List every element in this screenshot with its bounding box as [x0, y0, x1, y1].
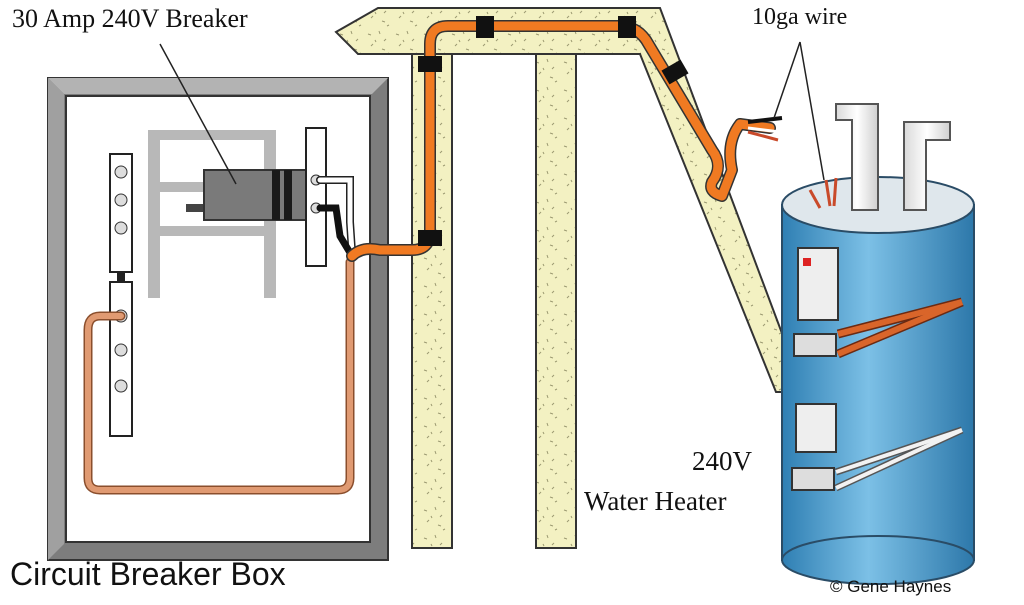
wire-label: 10ga wire [752, 4, 848, 30]
copyright-credit: © Gene Haynes [830, 577, 952, 596]
heater-voltage-label: 240V [692, 446, 752, 476]
wire-leader-line [773, 41, 825, 181]
neutral-bar [109, 153, 133, 282]
box-label: Circuit Breaker Box [10, 556, 286, 592]
water-heater [781, 103, 975, 585]
cable-staples [418, 16, 689, 246]
heater-label: Water Heater [584, 486, 727, 516]
black-hot-wire [316, 204, 356, 260]
breaker [186, 127, 327, 267]
breaker-leader-line [159, 43, 237, 185]
breaker-label: 30 Amp 240V Breaker [12, 4, 248, 33]
ground-bar [109, 281, 133, 437]
